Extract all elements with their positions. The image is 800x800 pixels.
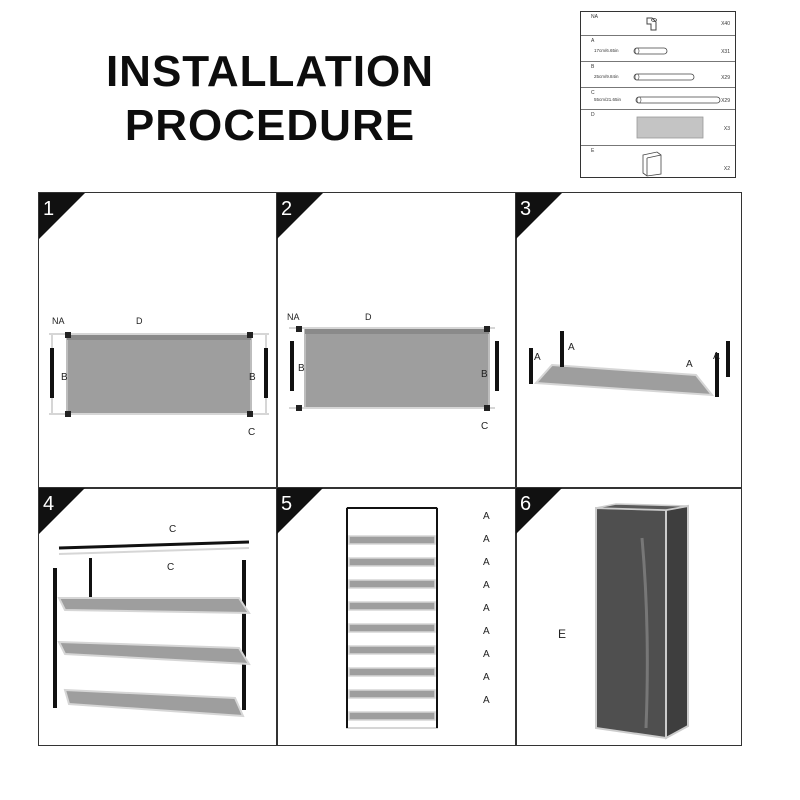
part-size: 55cm/21.65in <box>594 97 622 102</box>
label-a-1: A <box>534 352 541 363</box>
grid-divider <box>515 193 517 745</box>
label-a: A <box>483 649 490 660</box>
step-1-illustration: NA D B B C <box>49 316 269 438</box>
part-qty: X29 <box>721 98 730 104</box>
shelf-panel-icon <box>636 116 704 139</box>
step-2-panel: 2 NA D B B C <box>277 193 515 487</box>
label-a-3: A <box>686 359 693 370</box>
step-number: 3 <box>520 198 532 220</box>
step-1-panel: 1 NA D B B C <box>39 193 276 487</box>
grid-divider <box>39 487 741 489</box>
step-number: 2 <box>281 198 293 220</box>
part-code: A <box>591 38 595 44</box>
step-number-badge <box>277 488 323 534</box>
part-code: D <box>591 112 595 118</box>
part-code: B <box>591 64 595 70</box>
label-a: A <box>483 626 490 637</box>
label-a: A <box>483 557 490 568</box>
rack-shelf <box>348 601 436 611</box>
part-size: 17cm/6.65in <box>594 48 619 53</box>
step-number-badge <box>39 488 85 534</box>
label-c-top: C <box>169 524 176 535</box>
label-na: NA <box>287 312 300 322</box>
step-number-badge <box>277 193 323 239</box>
short-tube-icon <box>633 47 668 55</box>
label-d: D <box>365 312 372 322</box>
step-number: 5 <box>281 493 293 515</box>
step-6-panel: 6 E <box>516 488 742 746</box>
parts-row-na: NA X40 <box>581 12 735 36</box>
steps-grid: 1 NA D B B C 2 <box>38 192 742 746</box>
parts-row-b: B 25cm/9.84in X29 <box>581 62 735 88</box>
a-label-group: A A A A A A A A A <box>483 511 490 706</box>
rack-shelf <box>348 579 436 589</box>
part-qty: X29 <box>721 75 730 81</box>
label-e: E <box>558 627 566 641</box>
label-b-left: B <box>298 363 305 374</box>
part-qty: X2 <box>723 166 730 172</box>
label-c: C <box>248 427 255 438</box>
step-2-illustration: NA D B B C <box>287 312 499 432</box>
parts-row-e: E X2 <box>581 146 735 177</box>
parts-row-a: A 17cm/6.65in X31 <box>581 36 735 62</box>
label-a: A <box>483 603 490 614</box>
part-size: 25cm/9.84in <box>594 74 619 79</box>
step-number-badge <box>516 193 562 239</box>
label-b-left: B <box>61 372 68 383</box>
parts-row-d: D X3 <box>581 110 735 146</box>
label-a-4: A <box>713 351 720 362</box>
parts-row-c: C 55cm/21.65in X29 <box>581 88 735 110</box>
step-number: 1 <box>43 198 55 220</box>
part-qty: X31 <box>721 49 730 55</box>
step-5-panel: 5 A A A A A A A A A <box>277 488 515 746</box>
cover-icon <box>642 151 662 177</box>
long-tube-icon <box>635 96 721 104</box>
part-code: NA <box>591 14 598 20</box>
label-na: NA <box>52 316 65 326</box>
step-3-illustration: A A A A <box>529 331 730 397</box>
rack-shelf <box>348 645 436 655</box>
step-3-panel: 3 A A A A <box>516 193 742 487</box>
grid-divider <box>276 193 278 745</box>
shelf-group <box>348 535 436 721</box>
label-a: A <box>483 534 490 545</box>
rack-shelf <box>348 711 436 721</box>
rack-shelf <box>348 623 436 633</box>
label-a: A <box>483 672 490 683</box>
parts-list: NA X40 A 17cm/6.65in X31 B 25cm/9.84in X… <box>580 11 736 178</box>
medium-tube-icon <box>633 73 695 81</box>
label-b-right: B <box>481 369 488 380</box>
part-qty: X40 <box>721 21 730 27</box>
step-number: 4 <box>43 493 55 515</box>
rack-shelf <box>348 557 436 567</box>
label-a: A <box>483 511 490 522</box>
step-6-illustration: E <box>558 503 689 740</box>
title-line-2: PROCEDURE <box>124 101 416 150</box>
step-number-badge <box>516 488 562 534</box>
title-line-1: INSTALLATION <box>105 47 435 96</box>
rack-shelf <box>348 689 436 699</box>
label-c: C <box>481 421 488 432</box>
label-a-2: A <box>568 342 575 353</box>
rack-shelf <box>348 535 436 545</box>
label-b-right: B <box>249 372 256 383</box>
step-4-illustration: C C <box>53 524 251 718</box>
part-qty: X3 <box>723 126 730 132</box>
label-a: A <box>483 580 490 591</box>
step-number: 6 <box>520 493 532 515</box>
connector-icon <box>646 17 657 31</box>
step-number-badge <box>39 193 85 239</box>
part-code: C <box>591 90 595 96</box>
step-4-panel: 4 C C <box>39 488 276 746</box>
part-code: E <box>591 148 595 154</box>
label-c-bottom: C <box>167 562 174 573</box>
step-5-illustration: A A A A A A A A A <box>346 507 490 729</box>
label-a: A <box>483 695 490 706</box>
label-d: D <box>136 316 143 326</box>
rack-shelf <box>348 667 436 677</box>
